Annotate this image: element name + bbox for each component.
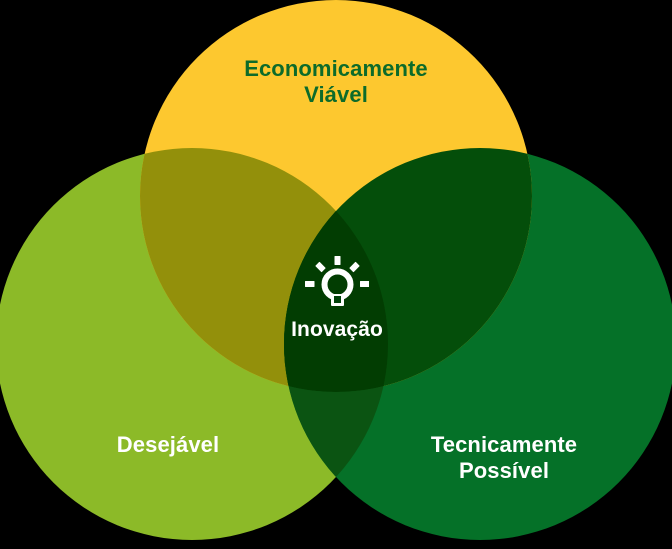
lightbulb-icon: [305, 256, 369, 312]
